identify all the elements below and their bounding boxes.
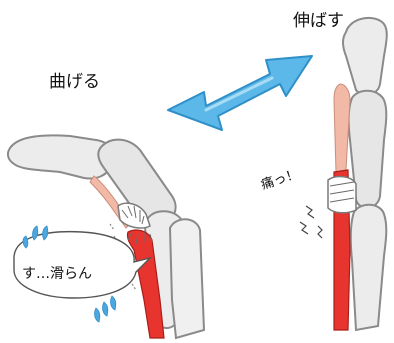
straight-finger [300,18,387,330]
bent-finger-metacarpal-bone [170,219,204,338]
label-stretch: 伸ばす [293,6,344,31]
label-bend: 曲げる [49,67,100,92]
bent-finger-tip-bone [8,135,113,178]
straight-finger-tip-bone [343,18,387,95]
double-arrow-icon [168,56,312,130]
label-slip: す…滑らん [22,263,92,283]
pain-marks-icon [300,206,322,238]
straight-finger-base-bone [351,205,387,330]
straight-finger-tendon-light [334,84,350,172]
